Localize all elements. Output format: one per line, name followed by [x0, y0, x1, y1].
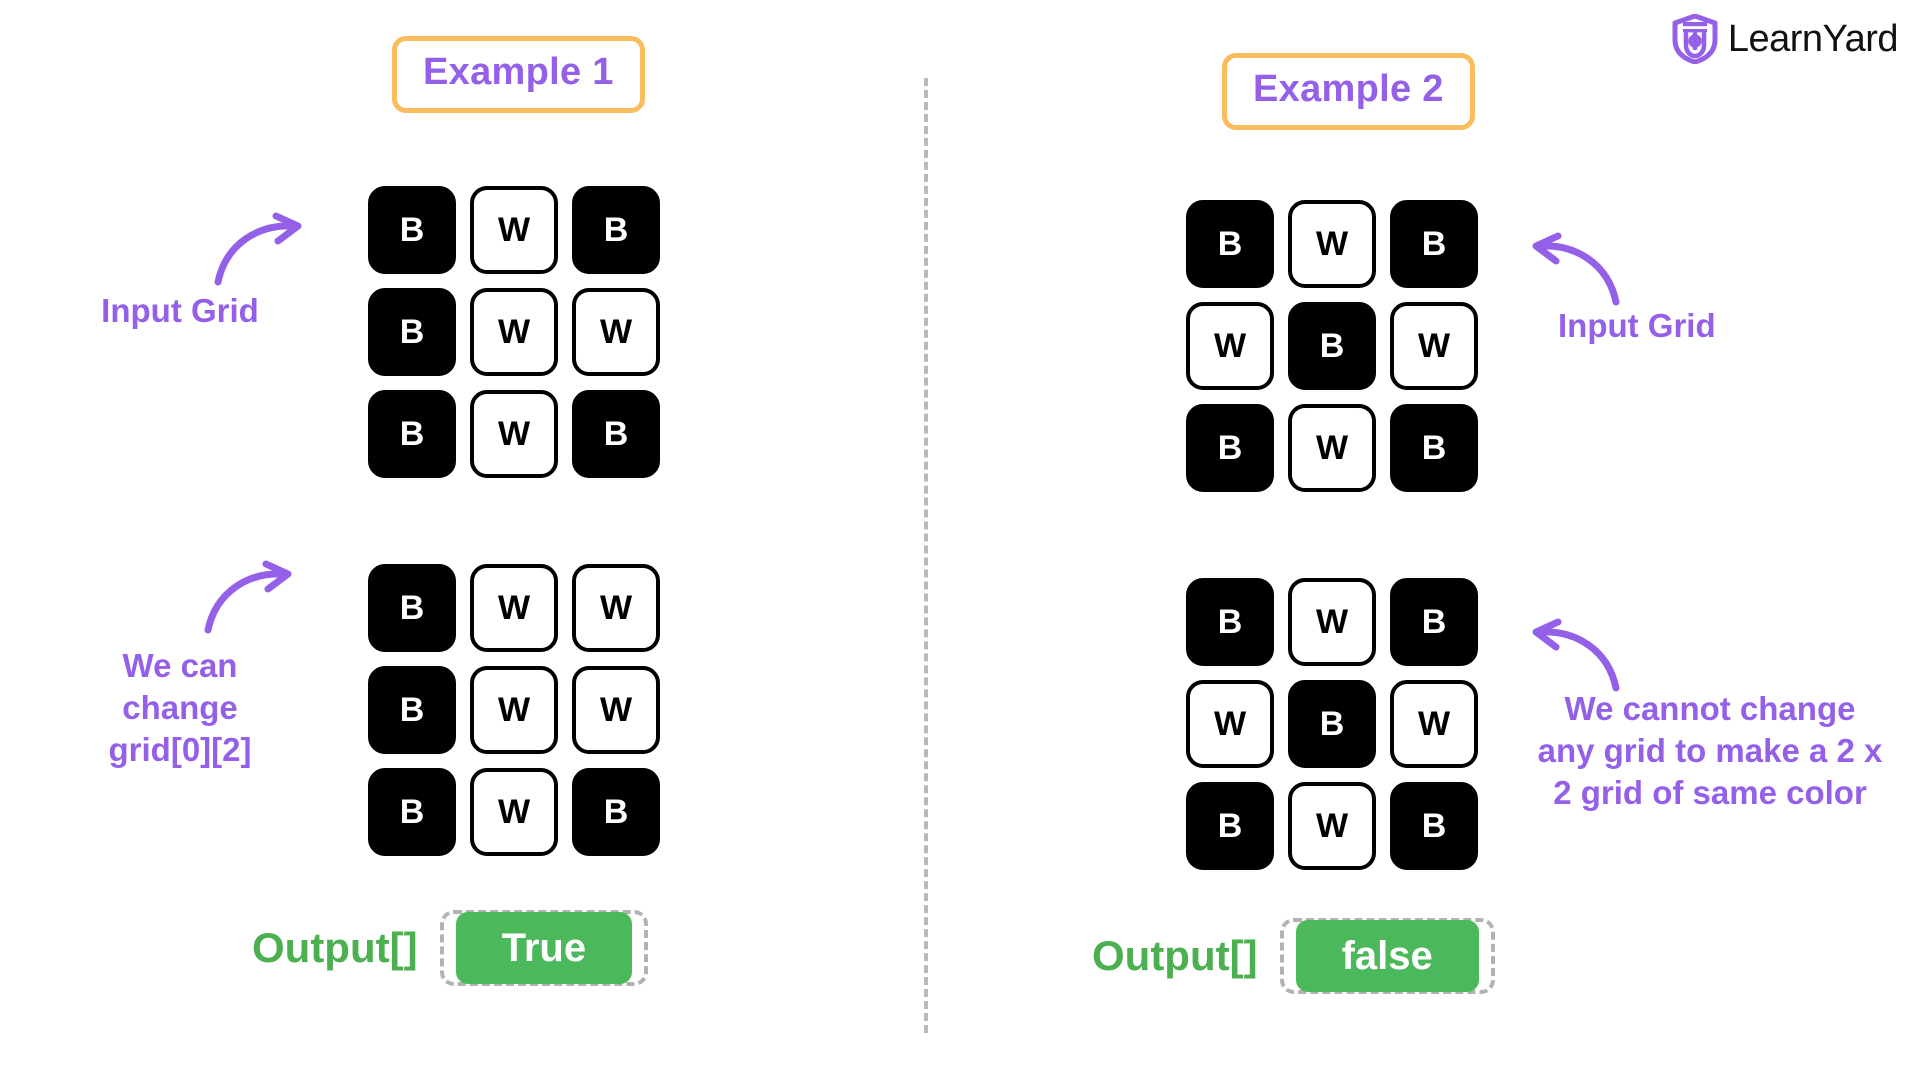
brand-logo: LearnYard: [1672, 14, 1899, 64]
example-1-input-cell-1-1: W: [470, 288, 558, 376]
example-1-result-cell-2-2: B: [572, 768, 660, 856]
example-1-output-frame: True: [439, 910, 649, 986]
curved-arrow-left-icon: [1524, 232, 1624, 312]
example-1-result-cell-0-2: W: [572, 564, 660, 652]
example-1-input-annotation: Input Grid: [101, 292, 259, 329]
annotation-line: 2 grid of same color: [1553, 774, 1867, 812]
example-2-input-cell-1-2: W: [1390, 302, 1478, 390]
curved-arrow-right-icon: [200, 560, 300, 640]
annotation-line: We can: [122, 647, 238, 684]
example-2-output-value[interactable]: false: [1295, 920, 1479, 992]
example-2-result-cell-1-1: B: [1288, 680, 1376, 768]
example-2-input-cell-0-1: W: [1288, 200, 1376, 288]
example-2-input-cell-2-1: W: [1288, 404, 1376, 492]
example-1-input-cell-2-2: B: [572, 390, 660, 478]
example-2-input-annotation: Input Grid: [1558, 307, 1716, 344]
example-1-input-cell-1-2: W: [572, 288, 660, 376]
example-1-input-cell-0-0: B: [368, 186, 456, 274]
example-1-result-cell-1-2: W: [572, 666, 660, 754]
example-1-input-cell-2-1: W: [470, 390, 558, 478]
example-1-output-value[interactable]: True: [455, 912, 633, 984]
example-1-output-label: Output[]: [252, 924, 418, 971]
learnyard-shield-icon: [1672, 14, 1718, 64]
example-1-result-cell-1-0: B: [368, 666, 456, 754]
example-2-output-label: Output[]: [1092, 932, 1258, 979]
annotation-line: change: [122, 689, 238, 727]
example-1-result-cell-2-0: B: [368, 768, 456, 856]
example-1-result-cell-2-1: W: [470, 768, 558, 856]
example-1-input-cell-1-0: B: [368, 288, 456, 376]
example-2-input-cell-1-0: W: [1186, 302, 1274, 390]
example-2-output-frame: false: [1279, 918, 1495, 994]
curved-arrow-left-icon: [1524, 618, 1624, 698]
example-1-result-cell-0-1: W: [470, 564, 558, 652]
annotation-line: any grid to make a 2 x: [1537, 732, 1883, 770]
example-1-input-cell-0-2: B: [572, 186, 660, 274]
example-2-title: Example 2: [1222, 53, 1475, 130]
example-2-result-cell-0-2: B: [1390, 578, 1478, 666]
example-1-result-cell-1-1: W: [470, 666, 558, 754]
annotation-line: grid[0][2]: [108, 731, 252, 769]
example-1-title: Example 1: [392, 36, 645, 113]
example-2-input-cell-0-0: B: [1186, 200, 1274, 288]
example-2-result-cell-1-0: W: [1186, 680, 1274, 768]
annotation-line: We cannot change: [1564, 690, 1856, 727]
example-1-input-cell-2-0: B: [368, 390, 456, 478]
example-1-input-cell-0-1: W: [470, 186, 558, 274]
example-2-result-cell-0-0: B: [1186, 578, 1274, 666]
example-2-result-cell-0-1: W: [1288, 578, 1376, 666]
panel-divider: [924, 78, 928, 1033]
example-2-result-cell-2-0: B: [1186, 782, 1274, 870]
example-1-result-annotation: We can change grid[0][2]: [50, 645, 310, 772]
example-2-input-cell-2-0: B: [1186, 404, 1274, 492]
example-2-input-cell-0-2: B: [1390, 200, 1478, 288]
example-1-output-row: Output[] True: [252, 910, 649, 986]
example-2-input-cell-2-2: B: [1390, 404, 1478, 492]
example-2-result-cell-2-1: W: [1288, 782, 1376, 870]
example-1-result-cell-0-0: B: [368, 564, 456, 652]
example-2-result-cell-2-2: B: [1390, 782, 1478, 870]
example-2-result-cell-1-2: W: [1390, 680, 1478, 768]
example-2-result-annotation: We cannot change any grid to make a 2 x …: [1510, 688, 1910, 815]
example-2-input-cell-1-1: B: [1288, 302, 1376, 390]
example-2-output-row: Output[] false: [1092, 918, 1495, 994]
brand-name: LearnYard: [1727, 18, 1899, 60]
curved-arrow-right-icon: [210, 212, 310, 292]
